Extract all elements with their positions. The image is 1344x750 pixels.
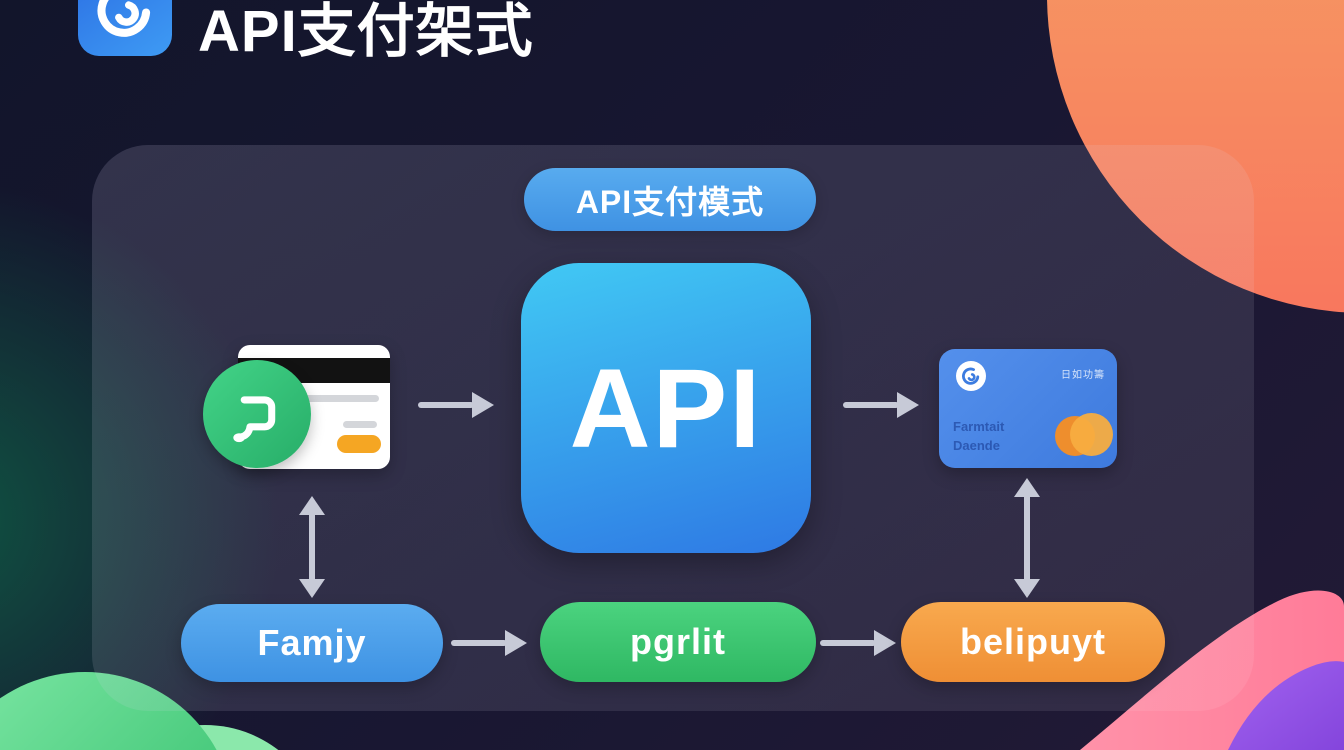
arrow-pgrlit-to-belipuyt (820, 630, 896, 656)
api-label: API (569, 345, 763, 471)
arrow-head-right-icon (472, 392, 494, 418)
bank-card-holder-line1: Farmtait (953, 419, 1005, 434)
api-box: API (521, 263, 811, 553)
arrow-bank-to-belipuyt (1014, 478, 1040, 598)
pill-label: pgrlit (630, 621, 726, 662)
arrow-stem (309, 511, 315, 583)
green-app-badge (203, 360, 311, 468)
arrow-head-up-icon (1014, 478, 1040, 497)
note-flag-icon (233, 396, 276, 443)
card-circle-light-orange (1070, 413, 1113, 456)
arrow-stem (843, 402, 899, 408)
arrow-api-to-bank (843, 392, 919, 418)
arrow-head-down-icon (299, 579, 325, 598)
pill-label: belipuyt (959, 621, 1106, 662)
swirl-logo-icon (97, 0, 151, 37)
arrow-head-right-icon (874, 630, 896, 656)
bank-card: 日如功籌 Farmtait Daende (939, 349, 1117, 468)
orange-blob-shape (1047, 0, 1344, 313)
arrow-stem (1024, 493, 1030, 583)
arrow-stem (451, 640, 507, 646)
bank-card-holder-line2: Daende (953, 438, 1000, 453)
arrow-head-right-icon (897, 392, 919, 418)
card-detail-line (303, 395, 379, 402)
pill-belipuyt: belipuyt (901, 602, 1165, 682)
swirl-logo-icon (962, 367, 980, 385)
pill-famjy: Famjy (181, 604, 443, 682)
arrow-stem (418, 402, 474, 408)
arrow-head-down-icon (1014, 579, 1040, 598)
card-detail-line (343, 421, 377, 428)
card-orange-chip (337, 435, 381, 453)
app-logo (78, 0, 172, 56)
bank-card-logo (956, 361, 986, 391)
pill-label: Famjy (257, 622, 367, 663)
pill-pgrlit: pgrlit (540, 602, 816, 682)
purple-blob-shape (1228, 661, 1344, 750)
arrow-head-up-icon (299, 496, 325, 515)
arrow-stem (820, 640, 876, 646)
arrow-merchant-to-famjy (299, 496, 325, 598)
mode-badge: API支付模式 (524, 168, 816, 231)
arrow-head-right-icon (505, 630, 527, 656)
green-blob-shape (0, 672, 217, 750)
arrow-merchant-to-api (418, 392, 494, 418)
bank-card-corner-text: 日如功籌 (1061, 370, 1105, 381)
page-title: API支付架式 (198, 0, 534, 64)
arrow-famjy-to-pgrlit (451, 630, 527, 656)
